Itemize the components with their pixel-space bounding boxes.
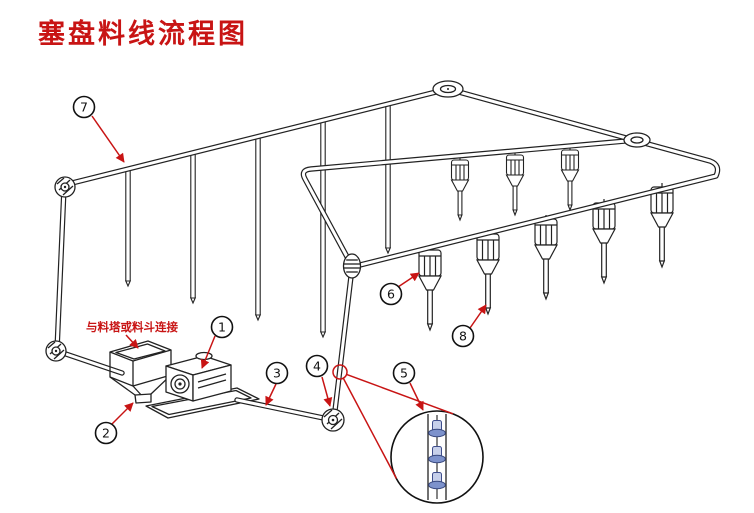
callout-6: 6 — [379, 282, 403, 306]
corner-wheel-right — [623, 132, 651, 148]
svg-text:5: 5 — [400, 366, 408, 381]
hopper-connection-note: 与料塔或料斗连接 — [86, 320, 178, 334]
corner-wheel-front — [321, 408, 345, 432]
drop-tube — [254, 137, 262, 322]
svg-text:4: 4 — [313, 359, 321, 374]
callout-7: 7 — [72, 95, 96, 119]
feeder — [592, 198, 616, 284]
feeder — [450, 156, 470, 221]
pipe-riser — [331, 265, 355, 422]
corner-wheel-top-left — [54, 176, 76, 198]
feeder — [476, 229, 500, 315]
callout-4-arrow — [321, 376, 333, 407]
pipe-left-vertical — [54, 185, 67, 353]
drop-tube — [384, 105, 392, 255]
callout-8: 8 — [451, 324, 475, 348]
pipe-back-loop — [300, 137, 640, 269]
callout-5-arrow — [409, 382, 424, 411]
drive-unit — [165, 351, 232, 402]
feeder — [418, 245, 442, 331]
pipe-bottom-left — [54, 348, 125, 376]
detail-source-marker — [332, 364, 348, 380]
hopper-note-arrow — [125, 334, 139, 349]
feeder — [534, 214, 558, 300]
drop-tubes — [124, 105, 392, 339]
svg-text:7: 7 — [80, 100, 88, 115]
pipe-top-left — [65, 86, 451, 187]
feeder — [650, 182, 674, 268]
detail-view — [390, 410, 484, 504]
corner-wheel-mid — [342, 253, 362, 279]
callout-6-arrow — [397, 272, 420, 288]
plug-disc-chain — [428, 420, 446, 490]
drop-tube — [319, 121, 327, 339]
pipe-driver-output — [234, 397, 336, 423]
drop-tube — [124, 169, 132, 288]
corner-wheel-bottom-left — [45, 340, 67, 362]
svg-text:3: 3 — [273, 366, 281, 381]
svg-text:1: 1 — [218, 320, 226, 335]
detail-leader-line — [346, 373, 454, 415]
feed-pipes — [54, 86, 721, 423]
callout-3-arrow — [265, 383, 277, 406]
callout-4: 4 — [305, 354, 329, 378]
back-feeders — [450, 146, 580, 221]
page-title: 塞盘料线流程图 — [38, 19, 248, 50]
drop-tube — [189, 153, 197, 305]
callout-1-arrow — [200, 335, 216, 369]
svg-text:8: 8 — [459, 329, 467, 344]
detail-leader-line — [342, 377, 398, 479]
feeder — [560, 146, 580, 211]
callout-3: 3 — [265, 361, 289, 385]
callout-8-arrow — [469, 304, 487, 329]
feeder — [505, 151, 525, 216]
red-annotations: 与料塔或料斗连接 — [86, 115, 487, 479]
callout-1: 1 — [210, 315, 234, 339]
corner-wheel-top — [432, 80, 464, 98]
pipe-front-loop — [353, 86, 721, 269]
front-feeders — [418, 182, 674, 331]
svg-text:6: 6 — [387, 287, 395, 302]
callout-2: 2 — [94, 421, 118, 445]
svg-text:2: 2 — [102, 426, 110, 441]
callout-5: 5 — [392, 361, 416, 385]
callout-7-arrow — [91, 115, 125, 163]
callout-2-arrow — [111, 402, 134, 425]
